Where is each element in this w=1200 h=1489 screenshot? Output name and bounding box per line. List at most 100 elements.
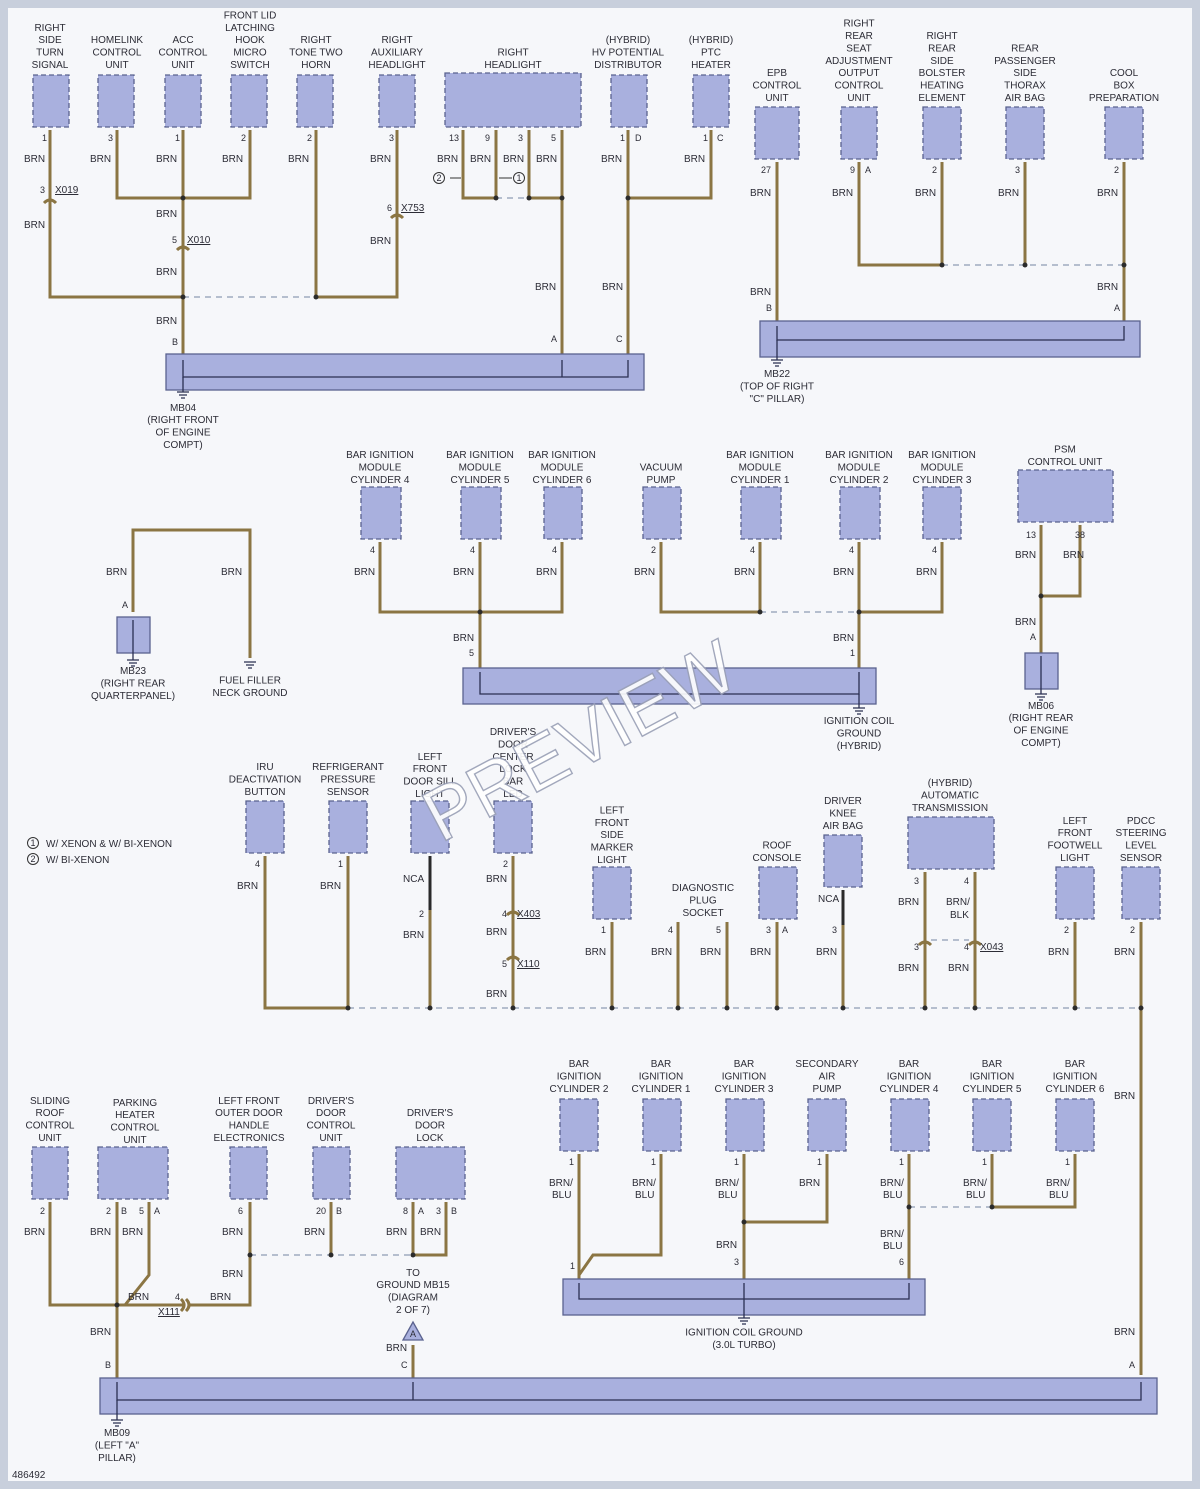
bar-ignition-module-cylinder-5 [460, 486, 502, 540]
wire-color-label: BRN [453, 567, 474, 578]
h3-title: CYLINDER 3 [715, 1084, 774, 1095]
e1-title: MODULE [359, 463, 402, 474]
mb09-title: PILLAR) [98, 1453, 136, 1464]
wire-color-label: BRN [1015, 617, 1036, 628]
drivers-door-control-unit [312, 1146, 351, 1200]
mb04-title: COMPT) [163, 440, 202, 451]
wire-color-label: BRN [536, 567, 557, 578]
wire-color-label: BRN [750, 287, 771, 298]
bar-ignition-module-cylinder-1 [740, 486, 782, 540]
f10-title: LIGHT [1060, 853, 1089, 864]
wire-color-label: BRN [651, 947, 672, 958]
wire-brn-blu-label: BLU [966, 1190, 985, 1201]
h5-title: CYLINDER 4 [880, 1084, 939, 1095]
c5-title: HORN [301, 60, 330, 71]
wire-color-label: BRN [634, 567, 655, 578]
e2-title: BAR IGNITION [446, 450, 514, 461]
ignition-coil-ground-hybrid-bar [462, 667, 877, 705]
wire-brn-blu-label: BRN/ [1046, 1178, 1070, 1189]
secondary-air-pump [807, 1098, 847, 1152]
d1-pin: 27 [761, 165, 771, 175]
d2-title: SEAT [846, 43, 871, 54]
section-left-front [245, 800, 1161, 1375]
d4-title: THORAX [1004, 81, 1046, 92]
g2-pin-a: A [154, 1206, 160, 1216]
wire-color-label: BRN [1097, 188, 1118, 199]
psm-control-unit [1017, 469, 1114, 523]
f2-title: REFRIGERANT [312, 762, 384, 773]
f9-pin-3: 3 [914, 876, 919, 886]
legend-note2-text: W/ BI-XENON [46, 855, 109, 866]
e4-title: VACUUM [640, 463, 683, 474]
bar-ignition-cylinder-1 [642, 1098, 682, 1152]
d5-pin: 2 [1114, 165, 1119, 175]
wire-color-label: BRN [700, 947, 721, 958]
e1-title: CYLINDER 4 [351, 475, 410, 486]
e3-title: BAR IGNITION [528, 450, 596, 461]
wire-color-label: BRN [156, 267, 177, 278]
right-rear-side-bolster-heating-element [922, 106, 962, 160]
wire-brn-blu-label: BRN/ [880, 1229, 904, 1240]
h2-title: BAR [651, 1059, 672, 1070]
f1-title: DEACTIVATION [229, 775, 301, 786]
e5-title: CYLINDER 1 [731, 475, 790, 486]
g2-pin-5: 5 [139, 1206, 144, 1216]
h7-pin: 1 [1065, 1157, 1070, 1167]
wire-color-label: BRN [1015, 550, 1036, 561]
f10-title: LEFT [1063, 816, 1087, 827]
connector-x019: X019 [55, 185, 79, 196]
right-headlight [444, 72, 582, 128]
e3-pin: 4 [552, 545, 557, 555]
wire-color-label: BRN [948, 963, 969, 974]
labels-layer: RIGHTSIDETURNSIGNALHOMELINKCONTROLUNITAC… [24, 10, 1167, 1464]
h1-pin: 1 [569, 1157, 574, 1167]
f5-title: SIDE [600, 830, 624, 841]
bar-ignition-cylinder-5 [972, 1098, 1012, 1152]
mb22-title: (TOP OF RIGHT [740, 382, 814, 393]
e7-pin: 4 [932, 545, 937, 555]
c9-title: (HYBRID) [689, 35, 733, 46]
d3-title: REAR [928, 43, 956, 54]
e5-pin: 4 [750, 545, 755, 555]
section-mb22 [754, 106, 1144, 367]
d5-title: BOX [1113, 81, 1134, 92]
c7-pin: 3 [518, 133, 523, 143]
mb04-title: OF ENGINE [155, 428, 210, 439]
f11-title: STEERING [1115, 828, 1166, 839]
mb04-pin-c: C [616, 334, 623, 344]
f5-title: LEFT [600, 805, 624, 816]
x019-pin: 3 [40, 185, 45, 195]
d4-title: REAR [1011, 43, 1039, 54]
d2-pin: 9 [850, 165, 855, 175]
c3-title: CONTROL [159, 48, 208, 59]
g2-title: CONTROL [111, 1123, 160, 1134]
c2-title: UNIT [105, 60, 128, 71]
f4-title: LOCK [499, 764, 527, 775]
legend-note2-num: 2 [30, 854, 35, 864]
g5-pin-3: 3 [436, 1206, 441, 1216]
wire-color-label: BRN [1114, 1327, 1135, 1338]
g3-title: LEFT FRONT [218, 1096, 279, 1107]
sliding-roof-control-unit [31, 1146, 69, 1200]
g4-title: DOOR [316, 1108, 346, 1119]
hybrid-automatic-transmission [907, 816, 995, 870]
e5-title: BAR IGNITION [726, 450, 794, 461]
to-ground-mb15-title: 2 OF 7) [396, 1305, 430, 1316]
e6-title: CYLINDER 2 [830, 475, 889, 486]
legend-note2-marker [27, 853, 39, 865]
f8-pin: 3 [832, 925, 837, 935]
f10-pin: 2 [1064, 925, 1069, 935]
wire-color-label: BRN [386, 1343, 407, 1354]
wire-color-label: BRN [304, 1227, 325, 1238]
c5-title: RIGHT [300, 35, 331, 46]
c7-pin: 5 [551, 133, 556, 143]
f3-pin: 2 [419, 909, 424, 919]
wire-color-label: BRN [24, 154, 45, 165]
e6-title: MODULE [838, 463, 881, 474]
h4-title: AIR [819, 1072, 836, 1083]
wire-color-label: BRN [1114, 947, 1135, 958]
e6-title: BAR IGNITION [825, 450, 893, 461]
c1-title: SIDE [38, 35, 62, 46]
wire-color-label: BRN [716, 1240, 737, 1251]
g3-title: HANDLE [229, 1121, 270, 1132]
